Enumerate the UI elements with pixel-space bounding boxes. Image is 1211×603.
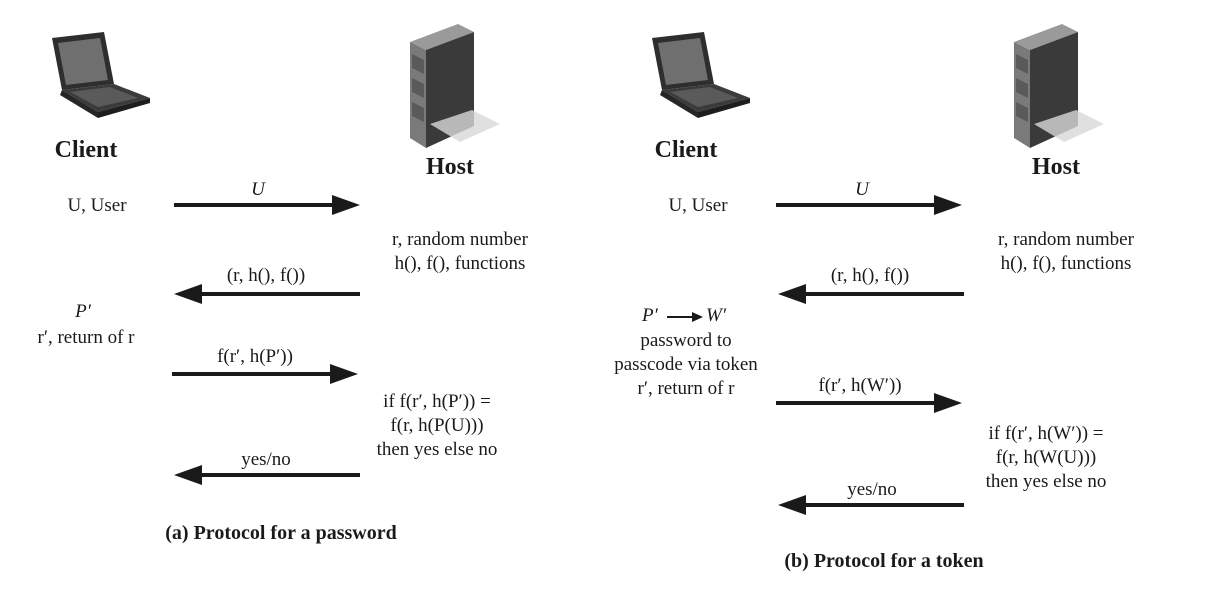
message-u: U [855,179,869,200]
host-random-number: r, random number [392,229,528,250]
host-label: Host [1032,154,1080,180]
host-if-line-3: then yes else no [985,471,1107,492]
client-passcode-token: passcode via token [614,354,758,375]
client-p-prime: P′ [75,301,91,322]
arrow-u-to-host [172,193,362,217]
server-icon [1014,24,1104,148]
message-u: U [251,179,265,200]
message-yesno: yes/no [847,479,897,500]
client-p-prime: P′ [642,305,658,326]
client-return-r: r′, return of r [37,327,135,348]
message-frhp: f(r′, h(P′)) [217,346,293,367]
caption-b: (b) Protocol for a token [784,550,984,572]
client-user-text: U, User [668,195,728,216]
transform-arrow [667,312,703,322]
client-w-prime: W′ [706,305,726,326]
client-password-to: password to [640,330,732,351]
laptop-icon [652,32,750,118]
host-if-line-1: if f(r′, h(W′)) = [988,423,1104,444]
host-if-line-1: if f(r′, h(P′)) = [383,391,491,412]
message-yesno: yes/no [241,449,291,470]
laptop-icon [52,32,150,118]
message-frhw: f(r′, h(W′)) [818,375,902,396]
message-rhf: (r, h(), f()) [226,265,306,286]
host-functions: h(), f(), functions [1000,253,1132,274]
host-if-line-3: then yes else no [376,439,498,460]
server-icon [410,24,500,148]
host-functions: h(), f(), functions [394,253,526,274]
host-random-number: r, random number [998,229,1134,250]
host-if-line-2: f(r, h(W(U))) [995,447,1097,468]
client-user-text: U, User [67,195,127,216]
host-label: Host [426,154,474,180]
client-label: Client [54,137,118,163]
message-rhf: (r, h(), f()) [830,265,910,286]
client-label: Client [654,137,718,163]
caption-a: (a) Protocol for a password [165,522,397,544]
client-return-r: r′, return of r [637,378,735,399]
host-if-line-2: f(r, h(P(U))) [390,415,484,436]
